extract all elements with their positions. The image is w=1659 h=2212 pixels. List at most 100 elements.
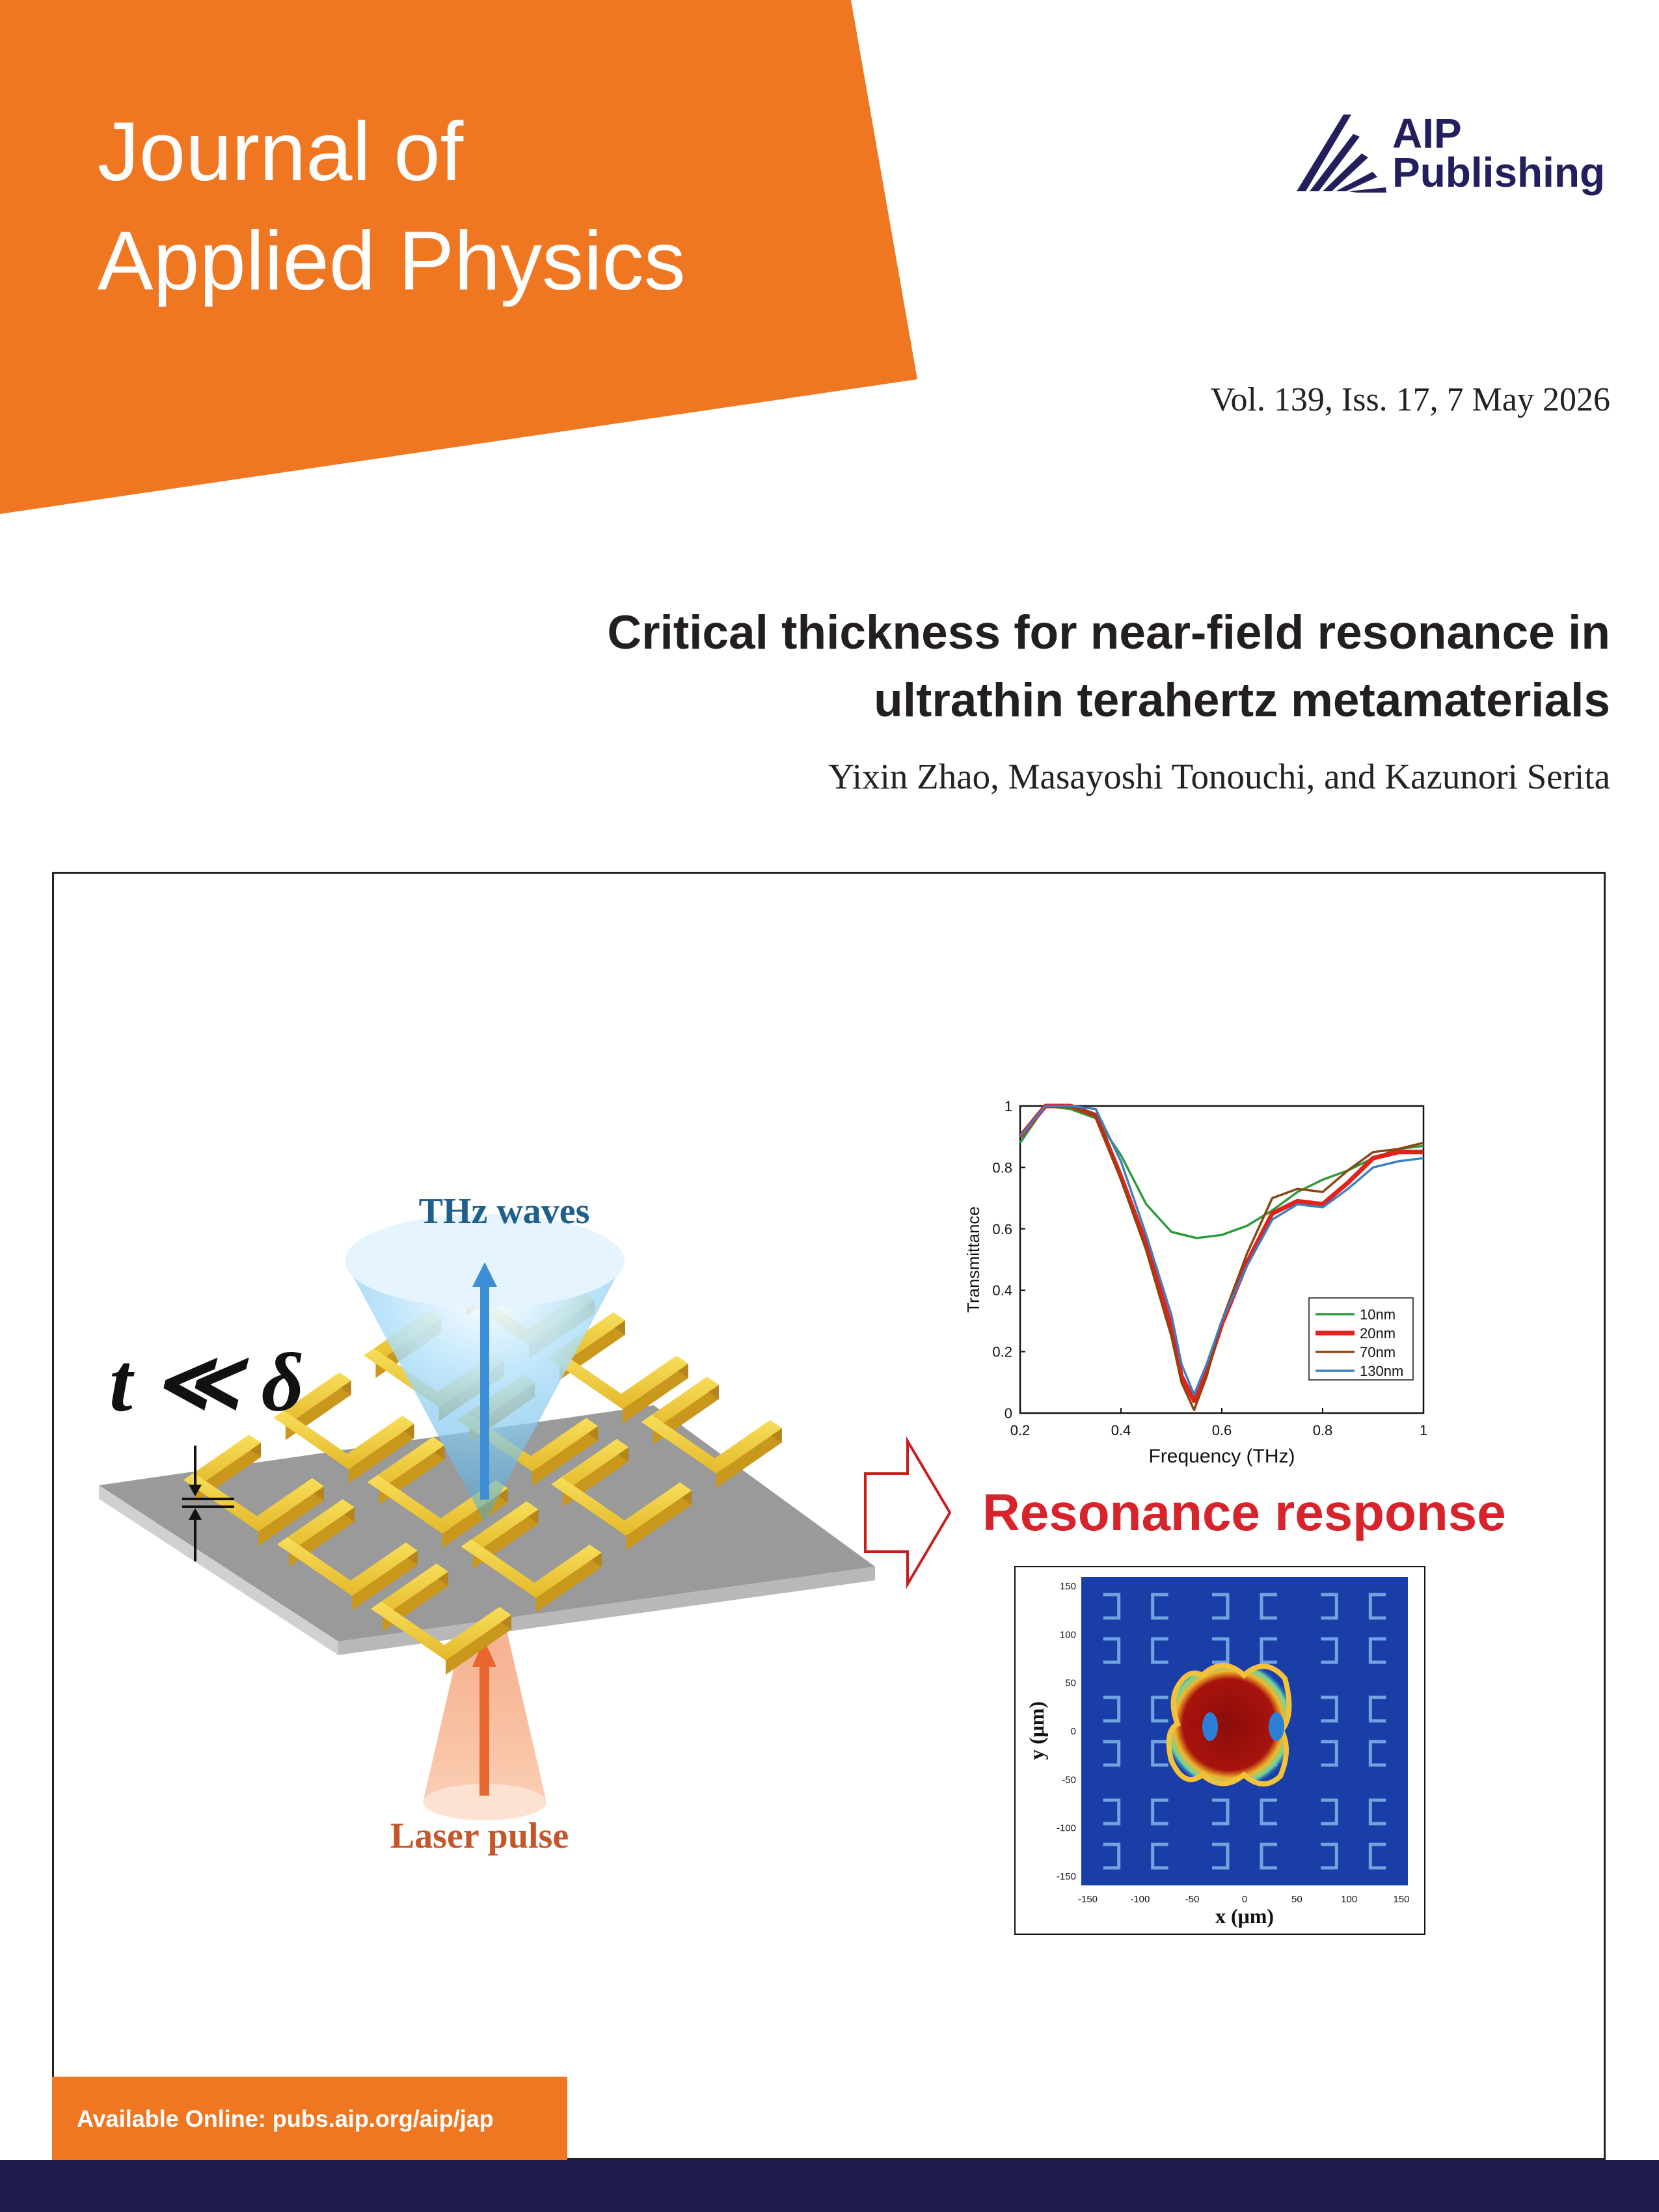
resonance-response-label: Resonance response xyxy=(982,1483,1506,1541)
field-map-ring xyxy=(1368,1695,1386,1723)
srr-unit xyxy=(273,1372,414,1484)
field-map-ring xyxy=(1321,1637,1338,1664)
srr-top xyxy=(551,1477,637,1536)
srr-side xyxy=(626,1490,692,1550)
field-map-ring xyxy=(1260,1637,1277,1664)
chart-ylabel: Transmittance xyxy=(964,1206,983,1313)
srr-top xyxy=(524,1544,602,1598)
field-map-ring xyxy=(1321,1593,1338,1620)
field-map-ring xyxy=(1103,1637,1121,1664)
chart-legend-label: 130nm xyxy=(1360,1363,1403,1379)
journal-banner xyxy=(0,0,917,514)
field-map-hotspot xyxy=(1166,1663,1292,1787)
chart-ytick-label: 0.2 xyxy=(992,1344,1012,1360)
chart-xlabel: Frequency (THz) xyxy=(1148,1446,1295,1467)
field-map-ring xyxy=(1321,1842,1338,1870)
field-map-ring xyxy=(1368,1637,1386,1664)
chart-xtick-label: 0.2 xyxy=(1010,1422,1031,1438)
field-map-xtick-label: 0 xyxy=(1242,1894,1247,1905)
field-map-ring xyxy=(1151,1637,1168,1664)
srr-side xyxy=(535,1552,602,1613)
srr-top xyxy=(641,1414,727,1474)
field-map-ring xyxy=(1212,1637,1230,1664)
field-map-ylabel: y (μm) xyxy=(1025,1701,1048,1760)
srr-top xyxy=(610,1355,688,1409)
thz-arrow-icon xyxy=(472,1262,497,1500)
field-map-ring xyxy=(1260,1593,1277,1620)
field-map-xtick-label: 150 xyxy=(1393,1894,1409,1905)
field-map-ytick-label: 0 xyxy=(1071,1726,1076,1737)
chart-ytick-label: 0.6 xyxy=(992,1221,1012,1237)
srr-unit xyxy=(371,1563,511,1675)
field-map-ring xyxy=(1151,1740,1168,1767)
publisher-logo-line1: AIP xyxy=(1392,110,1462,157)
field-map-ytick-label: -50 xyxy=(1062,1774,1076,1785)
field-map-ring xyxy=(1212,1842,1230,1870)
article-authors: Yixin Zhao, Masayoshi Tonouchi, and Kazu… xyxy=(828,757,1610,796)
article-title-line1: Critical thickness for near-field resona… xyxy=(607,606,1610,659)
srr-side xyxy=(258,1486,324,1546)
field-map-ytick-label: 150 xyxy=(1060,1581,1076,1592)
footer-availability-box xyxy=(52,2077,567,2160)
laser-pulse-label: Laser pulse xyxy=(390,1816,569,1856)
chart-xtick-label: 0.4 xyxy=(1111,1422,1131,1438)
field-map-ring xyxy=(1103,1593,1121,1620)
field-map-ring xyxy=(1151,1798,1168,1826)
srr-top xyxy=(273,1372,351,1426)
srr-top xyxy=(520,1418,599,1472)
chart-lines xyxy=(1018,1103,1424,1412)
field-map-xtick-label: 50 xyxy=(1291,1894,1302,1905)
chart-legend-label: 70nm xyxy=(1360,1344,1396,1360)
field-map-xtick-label: 100 xyxy=(1341,1894,1357,1905)
srr-top xyxy=(371,1563,449,1617)
field-map-xlabel: x (μm) xyxy=(1215,1904,1274,1928)
field-map-ring xyxy=(1212,1798,1230,1826)
field-map-ring xyxy=(1368,1798,1386,1826)
srr-side xyxy=(352,1550,418,1610)
srr-top xyxy=(367,1436,445,1490)
srr-top xyxy=(433,1606,511,1660)
thz-waves-label: THz waves xyxy=(419,1191,590,1232)
srr-top xyxy=(340,1542,418,1596)
srr-top xyxy=(547,1350,633,1409)
journal-title-line2: Applied Physics xyxy=(98,215,686,308)
aip-logo-icon xyxy=(1297,115,1386,193)
field-map-ytick-label: 100 xyxy=(1060,1629,1076,1640)
field-map-ring xyxy=(1151,1593,1168,1620)
srr-unit xyxy=(277,1499,418,1610)
field-map-ring xyxy=(1368,1740,1386,1767)
hollow-arrow-icon xyxy=(864,1436,952,1589)
srr-top xyxy=(461,1501,539,1555)
chart-ytick-label: 0.4 xyxy=(992,1282,1012,1299)
field-map-ring xyxy=(1103,1695,1121,1723)
srr-unit xyxy=(551,1438,692,1550)
chart-series-line xyxy=(1019,1105,1424,1412)
srr-top xyxy=(277,1537,363,1596)
field-map-ring xyxy=(1321,1740,1338,1767)
chart-legend-label: 10nm xyxy=(1360,1306,1396,1323)
chart-legend-label: 20nm xyxy=(1360,1325,1396,1342)
srr-unit xyxy=(461,1501,602,1613)
srr-side xyxy=(348,1423,414,1484)
field-map-ring xyxy=(1321,1798,1338,1826)
srr-side xyxy=(716,1428,782,1488)
cover-artwork-frame xyxy=(52,872,1606,2160)
field-map-xtick-label: -150 xyxy=(1078,1894,1098,1905)
srr-top xyxy=(461,1539,546,1598)
field-map-ring xyxy=(1103,1740,1121,1767)
srr-top xyxy=(641,1377,719,1431)
bottom-bar xyxy=(0,2160,1659,2212)
srr-top xyxy=(704,1420,782,1474)
srr-top xyxy=(246,1477,324,1531)
thickness-relation-label: t ≪ δ xyxy=(109,1336,304,1429)
srr-side xyxy=(446,1615,511,1675)
chart-ytick-label: 0.8 xyxy=(992,1159,1012,1176)
publisher-logo-text: AIP Publishing xyxy=(1392,110,1605,193)
srr-top xyxy=(273,1410,359,1470)
srr-top xyxy=(183,1472,269,1531)
chart-ytick-label: 0 xyxy=(1005,1405,1012,1422)
